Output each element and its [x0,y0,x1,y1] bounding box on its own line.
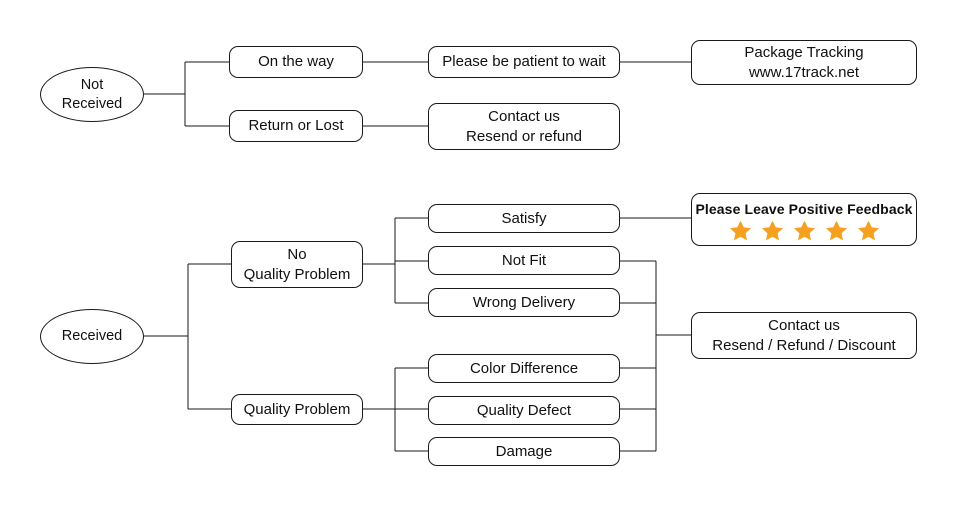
node-contact-us-resend-refund[interactable]: Contact us Resend or refund [428,103,620,150]
node-contact-us-discount-line2: Resend / Refund / Discount [712,336,896,354]
star-icon [761,220,783,241]
node-contact-us-line1: Contact us [488,108,560,125]
star-icon [793,220,815,241]
node-package-tracking-title: Package Tracking [744,44,864,61]
node-not-fit[interactable]: Not Fit [428,246,620,275]
node-contact-us-line2: Resend or refund [466,127,582,145]
node-package-tracking-url: www.17track.net [748,63,860,81]
node-wrong-delivery-label: Wrong Delivery [472,293,576,311]
star-icon [729,220,751,241]
node-positive-feedback[interactable]: Please Leave Positive Feedback [691,193,917,246]
star-rating [728,219,881,243]
node-received[interactable]: Received [40,309,144,364]
node-quality-defect-label: Quality Defect [476,401,572,419]
node-please-be-patient[interactable]: Please be patient to wait [428,46,620,78]
node-please-be-patient-label: Please be patient to wait [442,53,606,71]
node-not-received-line2: Received [61,95,123,112]
node-color-difference[interactable]: Color Difference [428,354,620,383]
node-quality-problem-label: Quality Problem [243,400,351,418]
node-no-quality-problem[interactable]: No Quality Problem [231,241,363,288]
node-not-fit-label: Not Fit [501,251,547,269]
node-not-received-line1: Not [80,76,104,93]
node-damage[interactable]: Damage [428,437,620,466]
node-contact-us-resend-refund-discount[interactable]: Contact us Resend / Refund / Discount [691,312,917,359]
node-damage-label: Damage [495,442,553,460]
node-received-label: Received [61,328,123,345]
star-icon [857,220,879,241]
node-contact-us-discount-line1: Contact us [768,317,840,334]
node-quality-problem[interactable]: Quality Problem [231,394,363,425]
node-satisfy-label: Satisfy [501,209,547,227]
node-on-the-way[interactable]: On the way [229,46,363,78]
node-package-tracking[interactable]: Package Tracking www.17track.net [691,40,917,85]
node-on-the-way-label: On the way [258,53,334,71]
star-icon [825,220,847,241]
node-satisfy[interactable]: Satisfy [428,204,620,233]
node-not-received[interactable]: Not Received [40,67,144,122]
node-no-quality-problem-line1: No [287,246,307,263]
node-return-or-lost[interactable]: Return or Lost [229,110,363,142]
node-wrong-delivery[interactable]: Wrong Delivery [428,288,620,317]
positive-feedback-title: Please Leave Positive Feedback [695,201,913,217]
node-no-quality-problem-line2: Quality Problem [243,265,351,283]
node-quality-defect[interactable]: Quality Defect [428,396,620,425]
node-return-or-lost-label: Return or Lost [248,117,344,135]
node-color-difference-label: Color Difference [469,359,579,377]
